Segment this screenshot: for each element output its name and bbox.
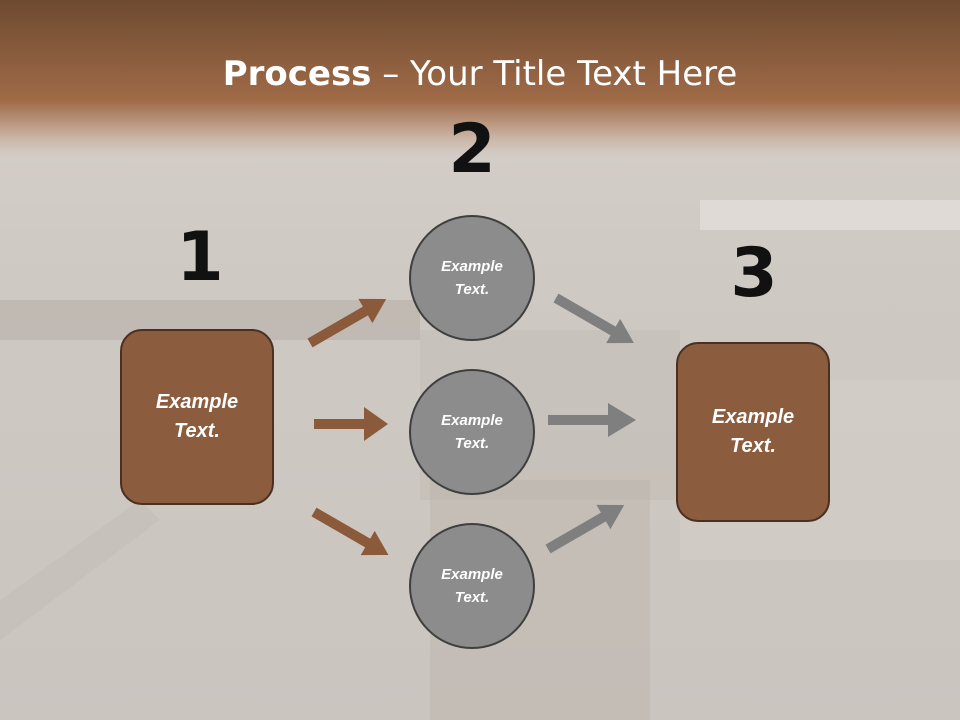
step-number-1: 1 bbox=[176, 218, 224, 297]
step-number-2: 2 bbox=[448, 110, 496, 189]
arrow-right-icon bbox=[553, 293, 634, 344]
title-rest: – Your Title Text Here bbox=[371, 54, 738, 94]
arrow-right-icon bbox=[545, 504, 625, 554]
left-step-label: Example Text. bbox=[155, 391, 239, 442]
right-step-box: Example Text. bbox=[676, 342, 830, 522]
slide-title: Process – Your Title Text Here bbox=[0, 52, 960, 96]
circle-bottom-label: Example Text. bbox=[441, 566, 503, 606]
circle-top-label: Example Text. bbox=[441, 258, 503, 298]
circle-middle: Example Text. bbox=[409, 369, 535, 495]
arrow-right-icon bbox=[548, 403, 636, 437]
right-step-label: Example Text. bbox=[711, 406, 795, 457]
step-number-3: 3 bbox=[730, 234, 778, 313]
arrow-right-icon bbox=[314, 407, 388, 441]
arrow-right-icon bbox=[307, 298, 387, 348]
title-bold: Process bbox=[222, 54, 372, 94]
circle-middle-label: Example Text. bbox=[441, 412, 503, 452]
arrow-right-icon bbox=[311, 507, 389, 556]
circle-top: Example Text. bbox=[409, 215, 535, 341]
circle-bottom: Example Text. bbox=[409, 523, 535, 649]
left-step-box: Example Text. bbox=[120, 329, 274, 505]
